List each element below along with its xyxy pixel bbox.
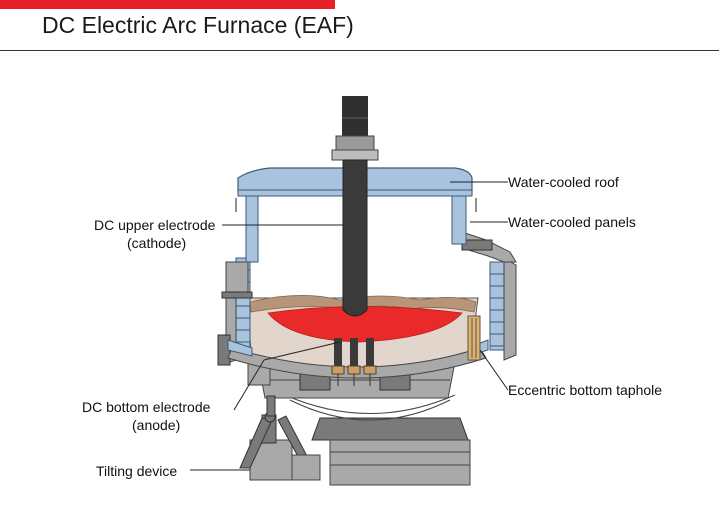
bottom-electrodes: [331, 338, 377, 386]
label-bottom-electrode-line2: (anode): [132, 417, 180, 433]
tilting-device: [239, 395, 321, 481]
label-upper-electrode-line1: DC upper electrode: [94, 217, 216, 233]
title-accent-bar: [0, 0, 335, 9]
label-water-cooled-panels: Water-cooled panels: [508, 214, 636, 230]
furnace-shell: [217, 231, 517, 379]
leader-lines: [190, 181, 509, 471]
upper-electrode: [331, 96, 379, 317]
eccentric-taphole: [467, 315, 481, 361]
title-divider: [0, 50, 719, 51]
page-title: DC Electric Arc Furnace (EAF): [42, 12, 354, 38]
label-water-cooled-roof: Water-cooled roof: [508, 174, 619, 190]
label-eccentric-taphole: Eccentric bottom taphole: [508, 382, 662, 398]
right-water-cooled-panel: [489, 261, 505, 351]
label-upper-electrode-line2: (cathode): [127, 235, 186, 251]
label-bottom-electrode-line1: DC bottom electrode: [82, 399, 211, 415]
label-tilting-device: Tilting device: [96, 463, 177, 479]
